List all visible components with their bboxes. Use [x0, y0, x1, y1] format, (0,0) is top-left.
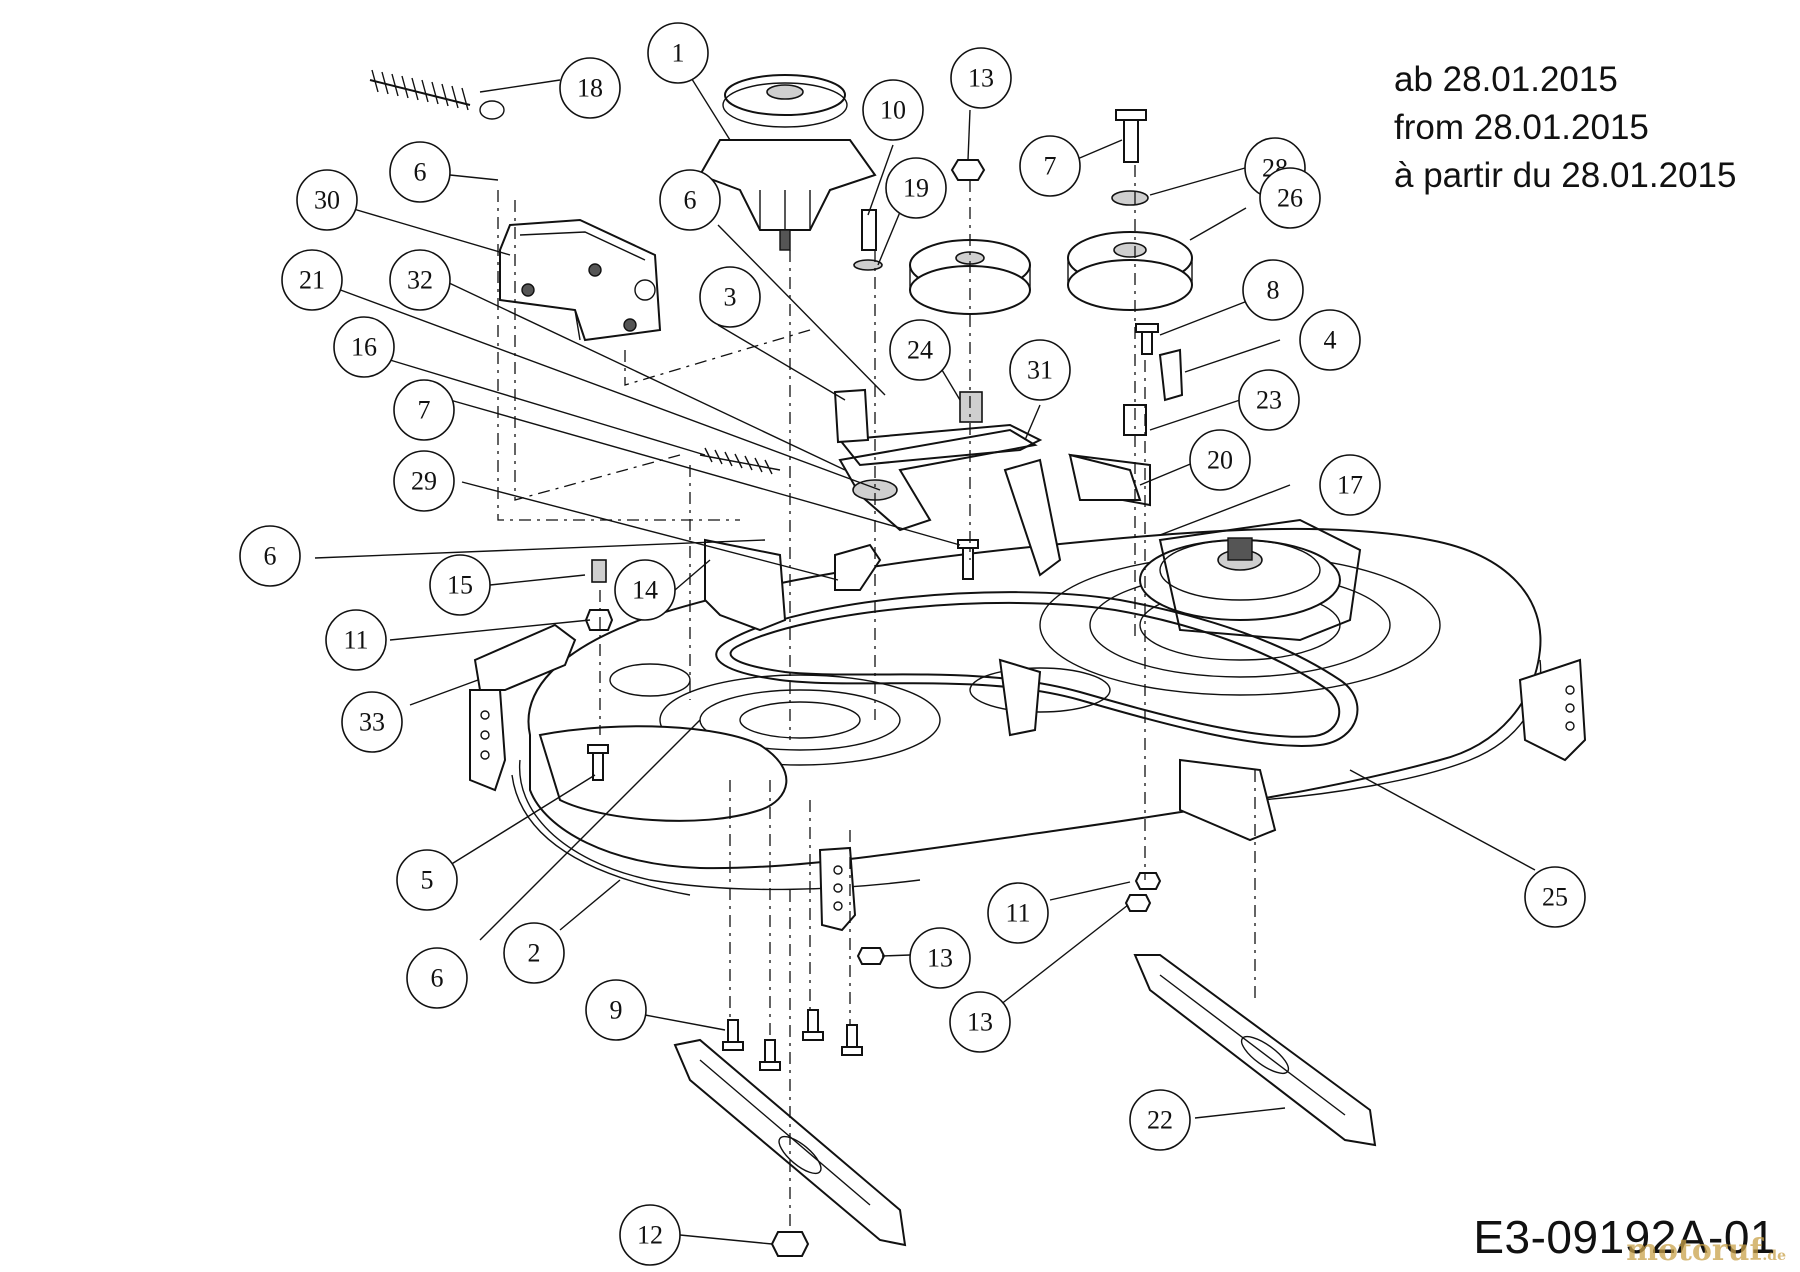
- watermark-suffix: .de: [1762, 1248, 1786, 1264]
- alignment-lines: [497, 165, 1256, 1230]
- leader-lines: [314, 59, 1536, 1245]
- callout-25: 25: [1524, 866, 1586, 928]
- callout-30: 30: [296, 169, 358, 231]
- svg-text:11: 11: [1005, 899, 1030, 928]
- svg-text:17: 17: [1337, 471, 1363, 500]
- callout-24: 24: [889, 319, 951, 381]
- callout-15: 15: [429, 554, 491, 616]
- callout-17: 17: [1319, 454, 1381, 516]
- svg-text:4: 4: [1324, 326, 1337, 355]
- callout-19: 19: [885, 157, 947, 219]
- svg-text:23: 23: [1256, 386, 1282, 415]
- svg-text:29: 29: [411, 467, 437, 496]
- callout-6-mid-left: 6: [239, 525, 301, 587]
- callout-13-top: 13: [950, 47, 1012, 109]
- svg-text:33: 33: [359, 708, 385, 737]
- callout-11-left: 11: [325, 609, 387, 671]
- callout-13-bottom: 13: [949, 991, 1011, 1053]
- watermark-logo: motoruf.de: [1626, 1233, 1786, 1268]
- svg-text:18: 18: [577, 74, 603, 103]
- callout-23: 23: [1238, 369, 1300, 431]
- svg-text:13: 13: [968, 64, 994, 93]
- callout-8: 8: [1242, 259, 1304, 321]
- svg-text:20: 20: [1207, 446, 1233, 475]
- svg-text:6: 6: [431, 964, 444, 993]
- callout-13-mid: 13: [909, 927, 971, 989]
- svg-text:2: 2: [528, 939, 541, 968]
- svg-text:5: 5: [421, 866, 434, 895]
- callout-10: 10: [862, 79, 924, 141]
- svg-text:13: 13: [967, 1008, 993, 1037]
- spring: [369, 69, 505, 120]
- callout-6-lower: 6: [406, 947, 468, 1009]
- validity-note: ab 28.01.2015 from 28.01.2015 à partir d…: [1394, 56, 1736, 200]
- svg-text:19: 19: [903, 174, 929, 203]
- callout-22: 22: [1129, 1089, 1191, 1151]
- callout-6-upper-left: 6: [389, 141, 451, 203]
- svg-text:6: 6: [264, 542, 277, 571]
- blade-right: [1133, 954, 1377, 1147]
- svg-text:1: 1: [672, 39, 685, 68]
- callout-21: 21: [281, 249, 343, 311]
- svg-text:9: 9: [610, 996, 623, 1025]
- svg-text:32: 32: [407, 266, 433, 295]
- svg-text:21: 21: [299, 266, 325, 295]
- svg-text:26: 26: [1277, 184, 1303, 213]
- callout-16: 16: [333, 316, 395, 378]
- spindle-assembly: [698, 74, 877, 251]
- svg-text:30: 30: [314, 186, 340, 215]
- validity-note-de: ab 28.01.2015: [1394, 60, 1618, 99]
- callout-9: 9: [585, 979, 647, 1041]
- watermark-text: motoruf: [1626, 1233, 1763, 1268]
- svg-text:10: 10: [880, 96, 906, 125]
- callout-1: 1: [647, 22, 709, 84]
- callout-6-center: 6: [659, 169, 721, 231]
- svg-text:7: 7: [418, 396, 431, 425]
- callout-12: 12: [619, 1204, 681, 1266]
- callout-5: 5: [396, 849, 458, 911]
- svg-text:11: 11: [343, 626, 368, 655]
- callout-33: 33: [341, 691, 403, 753]
- svg-text:13: 13: [927, 944, 953, 973]
- svg-text:15: 15: [447, 571, 473, 600]
- callouts: 18 1 6 30 21 32 16 7 29 6 15 14 11 33 10…: [239, 22, 1586, 1266]
- svg-text:14: 14: [632, 576, 658, 605]
- callout-29: 29: [393, 450, 455, 512]
- bracket: [499, 218, 662, 342]
- svg-text:6: 6: [684, 186, 697, 215]
- diagram-code: E3-09192A-01: [1473, 1211, 1776, 1263]
- callout-7-left: 7: [393, 379, 455, 441]
- svg-text:8: 8: [1267, 276, 1280, 305]
- callout-18: 18: [559, 57, 621, 119]
- callout-32: 32: [389, 249, 451, 311]
- callout-4: 4: [1299, 309, 1361, 371]
- callout-3: 3: [699, 266, 761, 328]
- callout-7-right: 7: [1019, 135, 1081, 197]
- callout-26: 26: [1259, 167, 1321, 229]
- svg-text:24: 24: [907, 336, 933, 365]
- idler-pulley-flat: [909, 239, 1031, 315]
- svg-text:12: 12: [637, 1221, 663, 1250]
- validity-note-en: from 28.01.2015: [1394, 108, 1649, 147]
- svg-text:3: 3: [724, 283, 737, 312]
- svg-text:25: 25: [1542, 883, 1568, 912]
- callout-31: 31: [1009, 339, 1071, 401]
- callout-14: 14: [614, 559, 676, 621]
- svg-text:6: 6: [414, 158, 427, 187]
- validity-note-fr: à partir du 28.01.2015: [1394, 156, 1737, 195]
- idler-pulley-v: [1067, 231, 1193, 311]
- svg-text:31: 31: [1027, 356, 1053, 385]
- svg-text:7: 7: [1044, 152, 1057, 181]
- svg-text:22: 22: [1147, 1106, 1173, 1135]
- callout-20: 20: [1189, 429, 1251, 491]
- callout-2: 2: [503, 922, 565, 984]
- callout-11-right: 11: [987, 882, 1049, 944]
- svg-text:16: 16: [351, 333, 377, 362]
